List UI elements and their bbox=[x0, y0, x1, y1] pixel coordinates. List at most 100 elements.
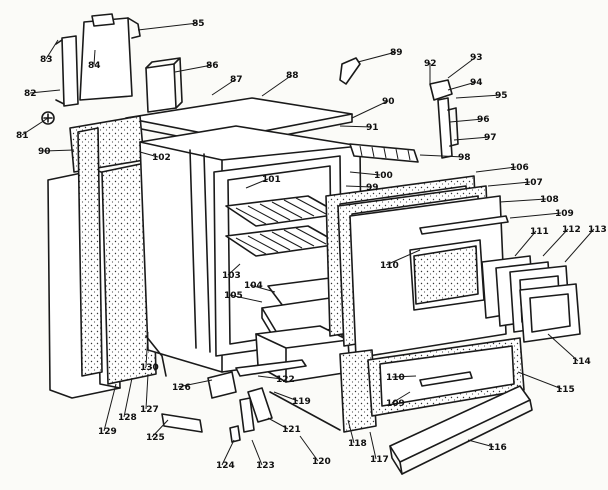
leader-line-113 bbox=[564, 228, 595, 263]
lower-panel-117 bbox=[339, 349, 377, 433]
callout-127: 127 bbox=[140, 405, 159, 415]
leader-line-100 bbox=[349, 171, 381, 176]
callout-89: 89 bbox=[390, 48, 403, 58]
callout-106: 106 bbox=[510, 163, 529, 173]
leader-line-118 bbox=[347, 419, 355, 444]
leader-line-115 bbox=[517, 371, 563, 390]
leader-line-119 bbox=[273, 391, 299, 402]
bracket-123 bbox=[239, 397, 255, 433]
leader-line-112 bbox=[542, 228, 569, 257]
support-rod-119 bbox=[269, 391, 341, 431]
callout-121: 121 bbox=[282, 425, 301, 435]
callout-107: 107 bbox=[524, 178, 543, 188]
callout-90a: 90 bbox=[382, 97, 395, 107]
callout-93: 93 bbox=[470, 53, 483, 63]
callout-128: 128 bbox=[118, 413, 137, 423]
leader-line-117 bbox=[369, 431, 377, 460]
leader-line-95 bbox=[455, 94, 502, 99]
leader-line-111 bbox=[514, 230, 537, 257]
leveling-bracket-126 bbox=[207, 371, 237, 399]
leader-line-122 bbox=[257, 375, 283, 380]
leader-line-124 bbox=[221, 439, 235, 466]
leader-line-109b bbox=[391, 391, 411, 404]
callout-124: 124 bbox=[216, 461, 235, 471]
leader-line-105 bbox=[229, 294, 263, 303]
hinge-assembly bbox=[429, 79, 459, 159]
bracket-121 bbox=[247, 387, 273, 423]
leader-line-88 bbox=[261, 74, 293, 97]
callout-94: 94 bbox=[470, 78, 483, 88]
callout-109b: 109 bbox=[386, 399, 405, 409]
leader-line-89 bbox=[357, 51, 397, 63]
leader-line-106 bbox=[475, 166, 517, 173]
callout-111: 111 bbox=[530, 227, 549, 237]
leader-line-108 bbox=[499, 198, 547, 203]
leader-line-110a bbox=[385, 249, 421, 266]
callout-114: 114 bbox=[572, 357, 591, 367]
leader-line-94 bbox=[447, 81, 477, 91]
drawer-front-115 bbox=[367, 337, 525, 417]
leader-line-126 bbox=[177, 379, 213, 388]
leader-line-83 bbox=[45, 39, 59, 60]
callout-116: 116 bbox=[488, 443, 507, 453]
leader-line-84 bbox=[93, 49, 96, 66]
leader-line-81 bbox=[21, 117, 49, 136]
callout-102: 102 bbox=[152, 153, 171, 163]
leader-line-87 bbox=[211, 78, 237, 96]
callout-123: 123 bbox=[256, 461, 275, 471]
leader-line-101 bbox=[245, 178, 269, 189]
callout-129: 129 bbox=[98, 427, 117, 437]
bracket-125 bbox=[161, 413, 203, 433]
callout-112: 112 bbox=[562, 225, 581, 235]
leader-line-125 bbox=[151, 419, 169, 438]
window-114 bbox=[519, 283, 581, 343]
leader-line-86 bbox=[174, 64, 213, 73]
callout-110a: 110 bbox=[380, 261, 399, 271]
leader-line-99 bbox=[345, 185, 373, 188]
callout-103: 103 bbox=[222, 271, 241, 281]
leader-line-129 bbox=[103, 383, 117, 432]
leveling-leg-124 bbox=[229, 425, 241, 443]
kick-plate-118 bbox=[389, 385, 533, 475]
callout-84: 84 bbox=[88, 61, 101, 71]
callout-86: 86 bbox=[206, 61, 219, 71]
callout-99: 99 bbox=[366, 183, 379, 193]
callout-85: 85 bbox=[192, 19, 205, 29]
callout-100: 100 bbox=[374, 171, 393, 181]
bracket-89 bbox=[339, 57, 361, 85]
callout-104: 104 bbox=[244, 281, 263, 291]
leader-line-85 bbox=[137, 22, 199, 31]
callout-83: 83 bbox=[40, 55, 53, 65]
callout-110b: 110 bbox=[386, 373, 405, 383]
leader-line-91 bbox=[339, 125, 373, 128]
leader-line-128 bbox=[123, 377, 133, 418]
leader-line-93 bbox=[447, 56, 477, 79]
callout-87: 87 bbox=[230, 75, 243, 85]
leader-line-90b bbox=[43, 149, 75, 152]
heat-shield-98 bbox=[349, 143, 419, 163]
callout-91: 91 bbox=[366, 123, 379, 133]
callout-95: 95 bbox=[495, 91, 508, 101]
callout-81: 81 bbox=[16, 131, 29, 141]
leader-line-103 bbox=[227, 263, 241, 276]
oven-door-108 bbox=[349, 195, 507, 359]
side-insulation-strip bbox=[77, 127, 103, 377]
leader-line-114 bbox=[547, 333, 579, 362]
side-bracket-82 bbox=[55, 35, 79, 107]
callout-122: 122 bbox=[276, 375, 295, 385]
leader-line-107 bbox=[487, 181, 531, 187]
leader-line-104 bbox=[249, 284, 276, 293]
callout-96: 96 bbox=[477, 115, 490, 125]
leader-line-82 bbox=[29, 89, 61, 94]
callout-125: 125 bbox=[146, 433, 165, 443]
leader-line-96 bbox=[449, 118, 484, 123]
leader-line-123 bbox=[251, 439, 263, 466]
callout-98: 98 bbox=[458, 153, 471, 163]
leader-line-98 bbox=[419, 154, 465, 158]
callout-90b: 90 bbox=[38, 147, 51, 157]
leader-line-130 bbox=[145, 331, 149, 368]
leader-line-110b bbox=[391, 375, 417, 378]
